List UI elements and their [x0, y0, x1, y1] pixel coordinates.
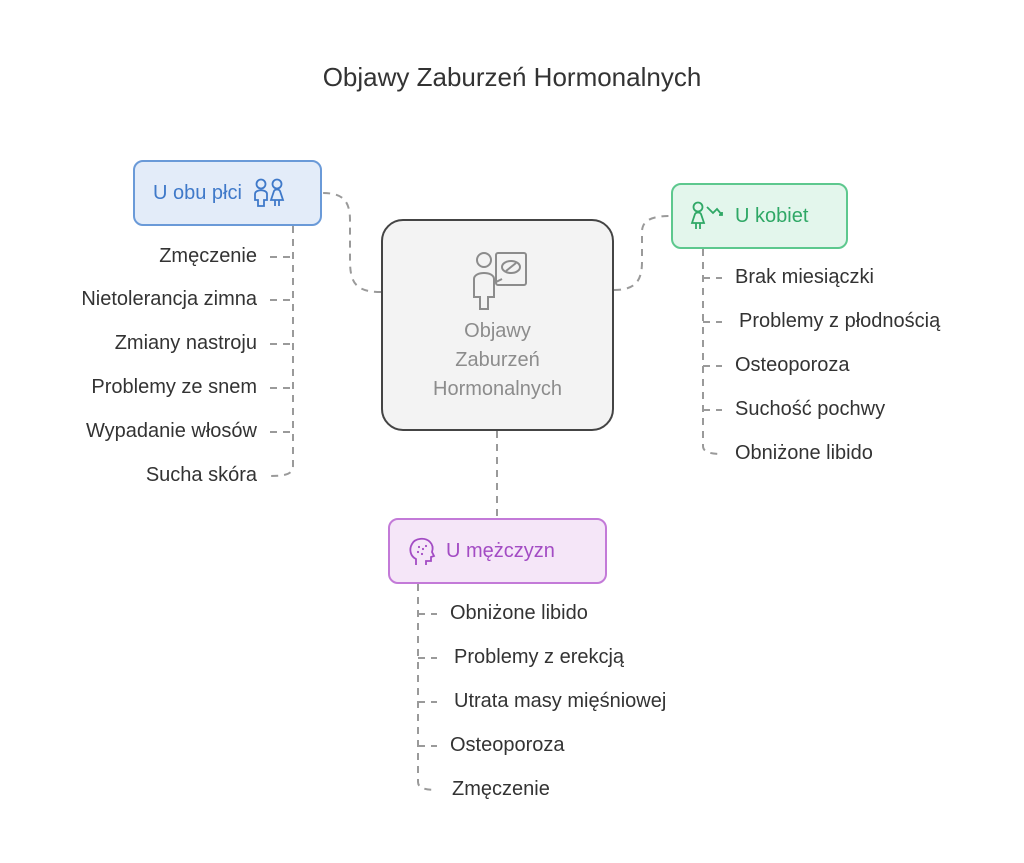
- category-women: U kobiet: [671, 183, 848, 249]
- symptom-item: Suchość pochwy: [735, 398, 886, 420]
- symptom-item: Utrata masy mięśniowej: [454, 690, 667, 712]
- symptom-item: Problemy ze snem: [91, 376, 257, 398]
- symptom-item: Obniżone libido: [735, 442, 873, 464]
- symptom-item: Sucha skóra: [145, 464, 257, 486]
- central-node: Objawy Zaburzeń Hormonalnych: [381, 219, 614, 431]
- symptom-item: Zmęczenie: [159, 245, 257, 267]
- symptom-item: Problemy z erekcją: [454, 646, 625, 668]
- category-both-sexes: U obu płci: [133, 160, 322, 226]
- symptom-item: Zmiany nastroju: [114, 332, 257, 354]
- category-label: U obu płci: [153, 181, 242, 204]
- central-node-label: Objawy Zaburzeń Hormonalnych: [383, 317, 612, 404]
- two-people-icon: [254, 178, 285, 207]
- symptom-item: Wypadanie włosów: [85, 420, 257, 442]
- category-men: U mężczyzn: [388, 518, 607, 584]
- symptom-item: Problemy z płodnością: [739, 310, 941, 332]
- woman-arrow-icon: [690, 201, 723, 229]
- doctor-chart-icon: [473, 252, 527, 310]
- central-label-line: Objawy: [464, 320, 531, 342]
- category-label: U mężczyzn: [446, 539, 555, 562]
- central-label-line: Hormonalnych: [433, 378, 562, 400]
- symptom-item: Osteoporoza: [450, 734, 565, 756]
- symptom-item: Nietolerancja zimna: [81, 288, 257, 310]
- symptom-item: Obniżone libido: [450, 602, 588, 624]
- diagram-title: Objawy Zaburzeń Hormonalnych: [322, 62, 702, 92]
- category-label: U kobiet: [735, 204, 809, 227]
- symptom-item: Zmęczenie: [452, 778, 550, 800]
- central-label-line: Zaburzeń: [455, 349, 540, 371]
- head-profile-icon: [409, 537, 436, 565]
- symptom-item: Osteoporoza: [735, 354, 850, 376]
- symptom-item: Brak miesiączki: [735, 266, 874, 288]
